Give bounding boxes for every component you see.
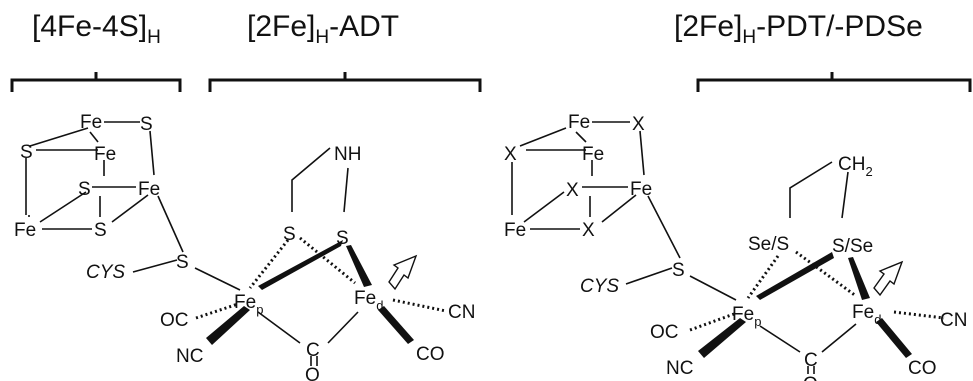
header-4fe4s: [4Fe-4S]H xyxy=(32,10,161,48)
right-atom-c-bridge: C xyxy=(804,350,818,371)
right-open-arrow xyxy=(873,260,904,297)
right-atom-fed: Fed xyxy=(852,302,881,327)
left-atom-o-bridge: O xyxy=(305,365,320,381)
left-atom-fe-mid: Fe xyxy=(94,144,116,165)
right-atom-fep: Fep xyxy=(732,304,761,329)
header-2fe-pdt-pdse: [2Fe]H-PDT/-PDSe xyxy=(674,10,923,48)
right-atom-x-top: X xyxy=(632,114,645,135)
left-atom-fep: Fep xyxy=(234,292,263,317)
left-atom-fe-top: Fe xyxy=(80,112,102,133)
left-atoms: Fe S S Fe S Fe Fe S NH S S S CYS Fep Fed… xyxy=(14,112,475,381)
bracket-4fe4s xyxy=(10,72,182,92)
left-atom-s-top: S xyxy=(140,114,153,135)
left-atom-s-mid: S xyxy=(78,179,91,200)
right-atom-ch2: CH2 xyxy=(838,154,873,179)
bracket-pdt xyxy=(696,72,972,92)
right-stereo-bonds xyxy=(689,250,945,358)
left-stereo-bonds xyxy=(195,236,447,345)
right-atoms: Fe X X Fe X Fe Fe X CH2 Se/S S/Se S CYS … xyxy=(504,112,967,381)
right-atom-fe-top: Fe xyxy=(568,112,590,133)
left-atom-nh: NH xyxy=(334,144,361,165)
right-ligand-co: CO xyxy=(908,358,937,379)
right-atom-fe-mid: Fe xyxy=(582,144,604,165)
left-ligand-nc: NC xyxy=(176,346,203,367)
left-atom-s-left: S xyxy=(20,142,33,163)
right-atom-s-se: S/Se xyxy=(832,236,873,257)
bracket-adt xyxy=(208,72,482,92)
right-atom-x-left: X xyxy=(504,144,517,165)
left-open-arrow xyxy=(388,254,418,291)
right-atom-se-s: Se/S xyxy=(748,234,789,255)
brackets xyxy=(10,72,972,92)
left-atom-fe-bottom: Fe xyxy=(14,220,36,241)
right-ligand-nc: NC xyxy=(666,358,693,379)
left-bonds xyxy=(25,121,359,344)
right-atom-x-mid: X xyxy=(566,180,579,201)
right-atom-s-cys: S xyxy=(672,260,685,281)
left-atom-c-bridge: C xyxy=(306,340,320,361)
left-ligand-cn: CN xyxy=(448,302,475,323)
left-label-cys: CYS xyxy=(86,262,125,283)
left-atom-s-bottom: S xyxy=(94,220,107,241)
right-atom-fe-bottom: Fe xyxy=(504,220,526,241)
right-label-cys: CYS xyxy=(580,276,619,297)
left-atom-s-cys: S xyxy=(176,252,189,273)
right-co-double xyxy=(807,366,815,374)
left-ligand-co: CO xyxy=(416,344,445,365)
left-ligand-oc: OC xyxy=(160,310,189,331)
right-atom-fe-right: Fe xyxy=(630,179,652,200)
left-co-double xyxy=(310,356,318,366)
left-atom-fe-right: Fe xyxy=(138,179,160,200)
left-atom-s-bridge-left: S xyxy=(283,224,296,245)
right-ligand-cn: CN xyxy=(940,310,967,331)
left-atom-s-bridge-right: S xyxy=(336,228,349,249)
right-atom-o-bridge: O xyxy=(803,374,818,381)
right-ligand-oc: OC xyxy=(650,322,679,343)
right-atom-x-bottom: X xyxy=(582,220,595,241)
header-2fe-adt: [2Fe]H-ADT xyxy=(247,10,400,48)
right-bonds xyxy=(511,121,857,353)
left-atom-fed: Fed xyxy=(354,288,383,313)
